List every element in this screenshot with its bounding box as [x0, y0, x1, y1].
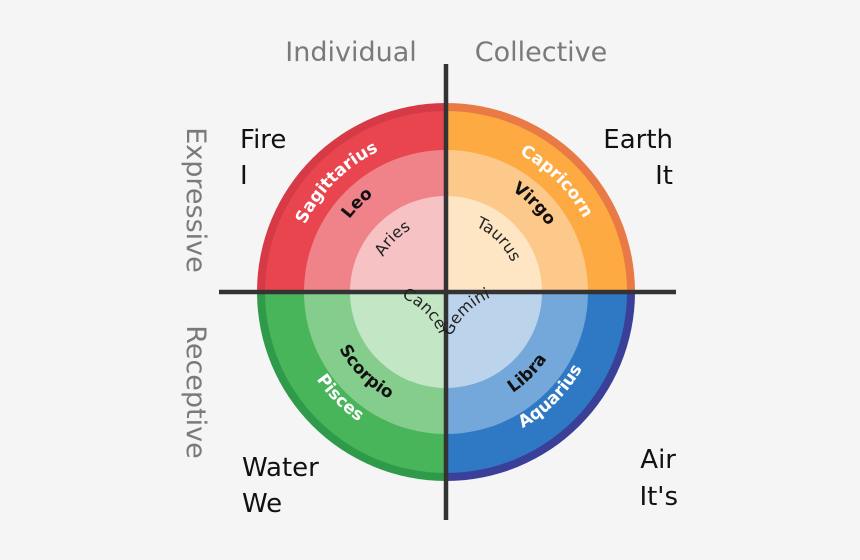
receptive-label: Receptive [180, 325, 211, 458]
air-pronoun-label: It's [639, 482, 678, 512]
water-inner-ring [350, 292, 446, 388]
fire-inner-ring [350, 196, 446, 292]
air-quadrant [446, 292, 635, 481]
expressive-label: Expressive [180, 127, 211, 273]
fire-pronoun-label: I [240, 161, 248, 191]
air-element-label: Air [640, 445, 676, 475]
water-quadrant [257, 292, 446, 481]
water-pronoun-label: We [242, 489, 282, 519]
fire-quadrant [257, 103, 446, 292]
water-element-label: Water [242, 453, 319, 483]
earth-element-label: Earth [603, 125, 673, 155]
earth-pronoun-label: It [655, 161, 673, 191]
fire-element-label: Fire [240, 125, 286, 155]
earth-quadrant [446, 103, 635, 292]
air-inner-ring [446, 292, 542, 388]
individual-label: Individual [285, 37, 417, 68]
collective-label: Collective [475, 37, 608, 68]
earth-inner-ring [446, 196, 542, 292]
